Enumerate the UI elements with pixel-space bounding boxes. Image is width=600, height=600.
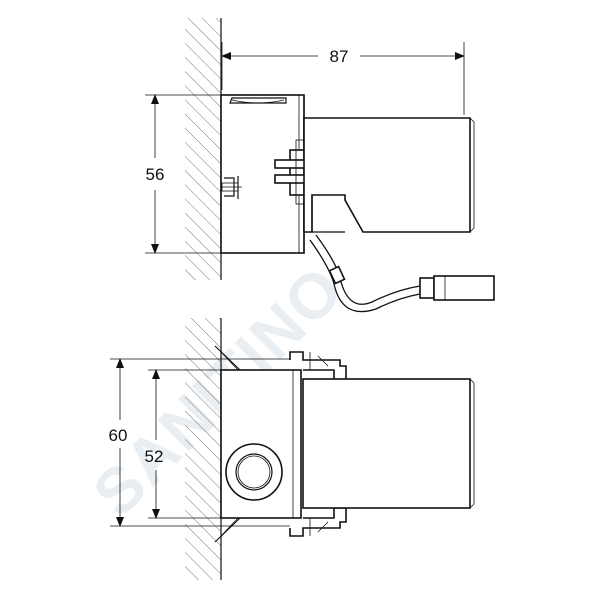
dim-width-label: 87 — [330, 47, 349, 66]
dimension-height-56: 56 — [145, 94, 230, 254]
faucet-body-front — [302, 378, 475, 509]
dim-inner-height-label: 52 — [145, 447, 164, 466]
dim-height-label: 56 — [146, 165, 165, 184]
dimension-width-87: 87 — [221, 42, 465, 115]
dimension-inner-52: 52 — [145, 369, 230, 519]
faucet-body-side — [303, 117, 475, 233]
wall-section-top — [185, 18, 222, 280]
round-connector — [225, 443, 283, 501]
front-view: 60 52 — [109, 318, 475, 580]
top-clamp — [289, 351, 347, 381]
side-view: 87 56 — [145, 18, 495, 313]
dimension-outer-60: 60 — [109, 358, 290, 527]
fixing-plug — [220, 176, 242, 199]
sensor-cable — [309, 234, 495, 313]
dim-outer-height-label: 60 — [109, 426, 128, 445]
bottom-clamp — [289, 507, 347, 537]
